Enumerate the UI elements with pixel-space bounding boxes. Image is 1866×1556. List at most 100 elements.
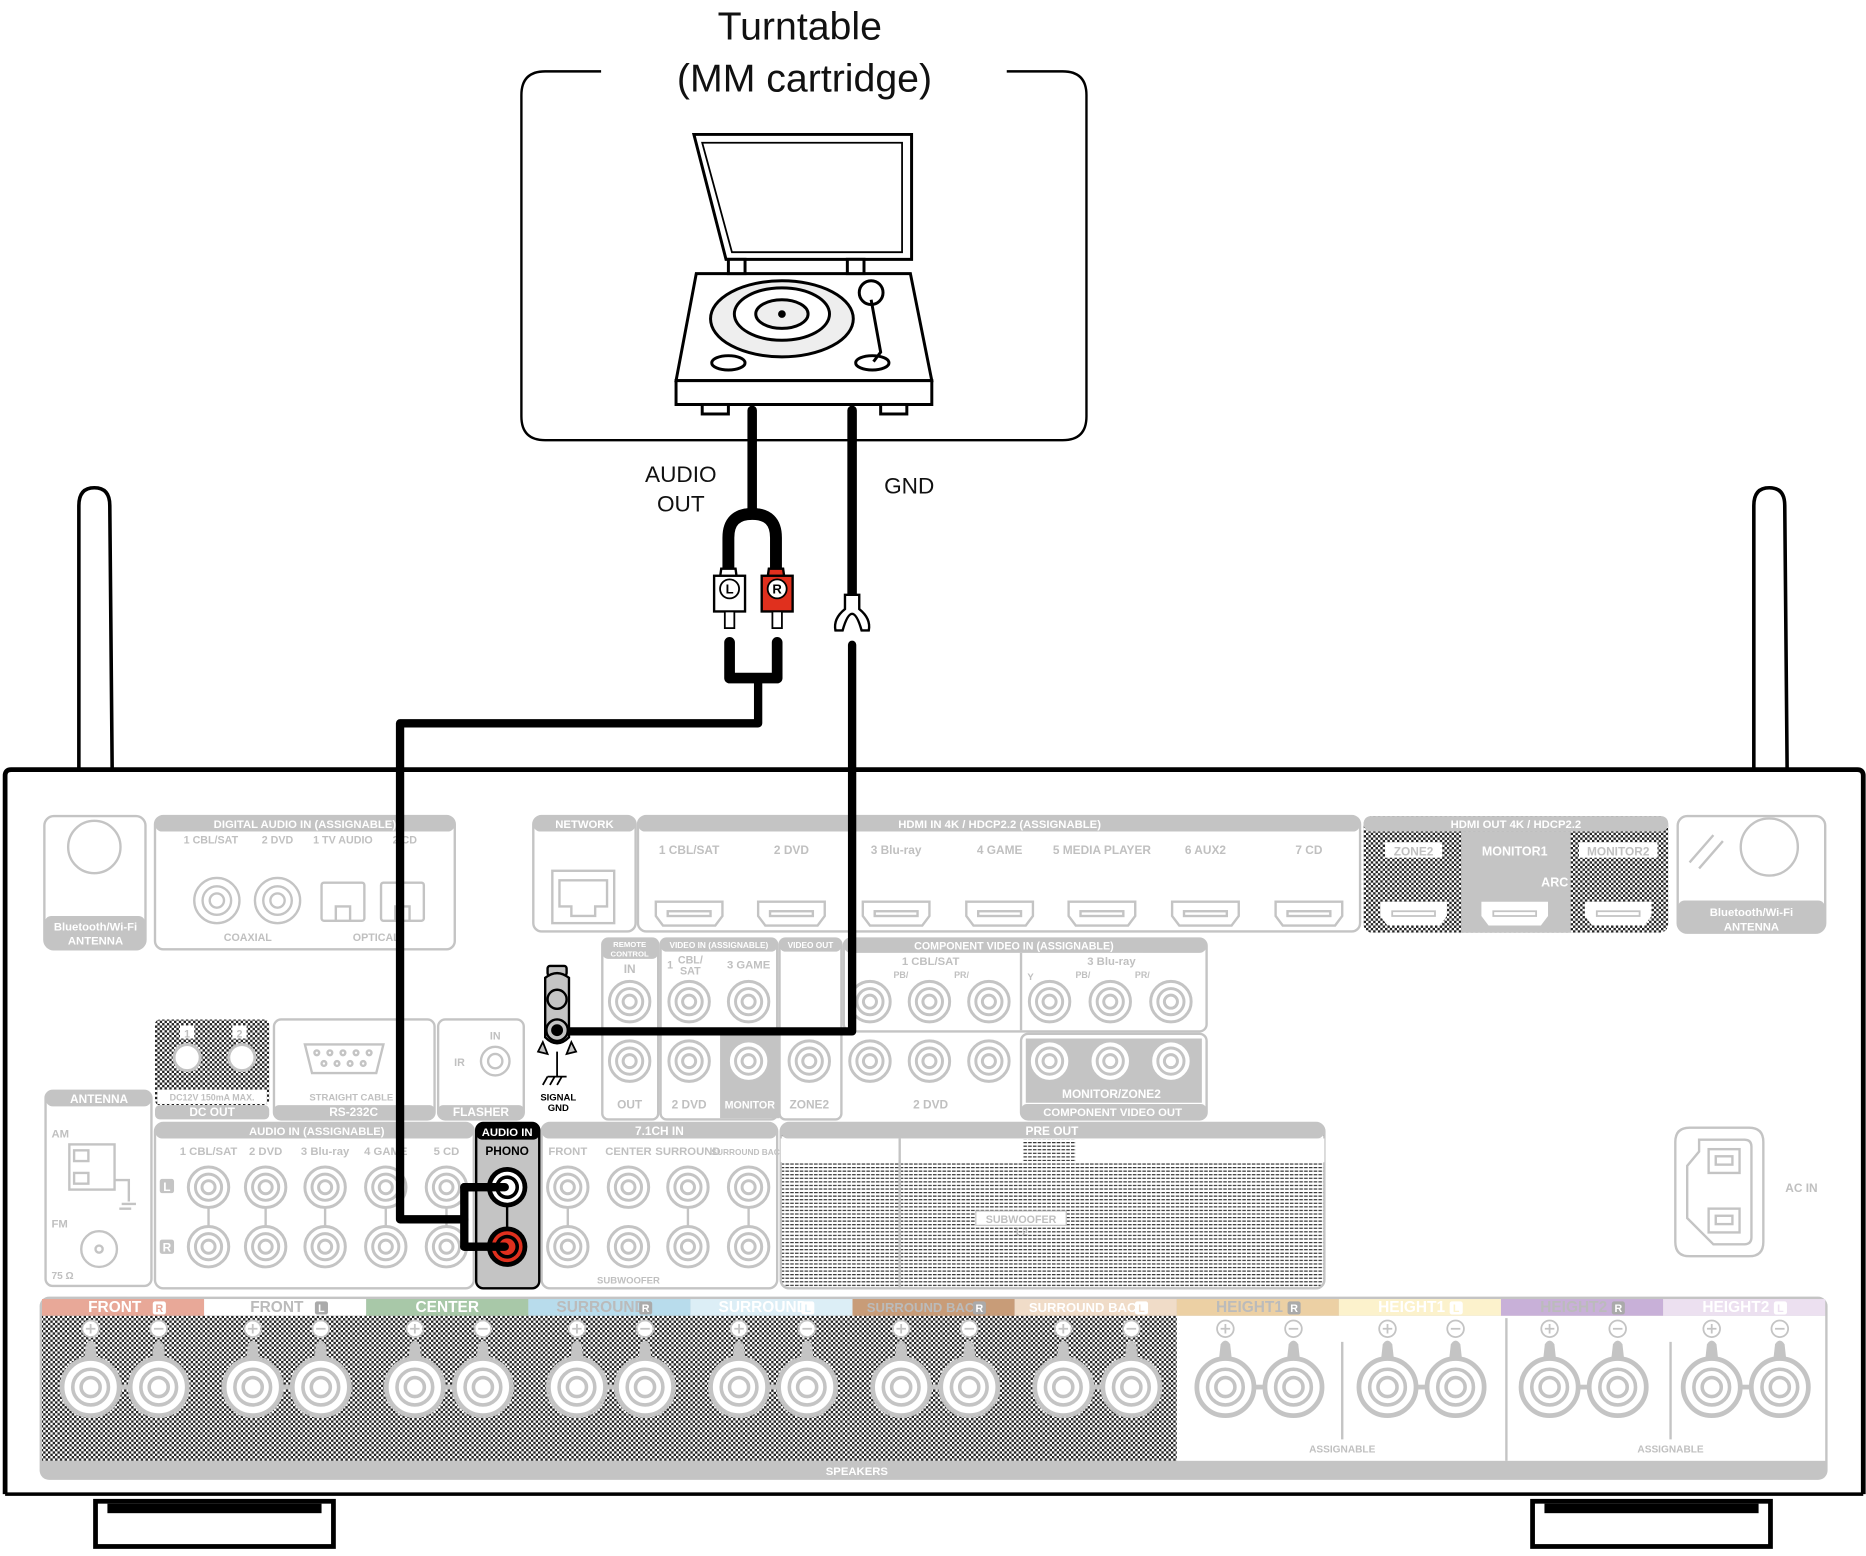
control-panel: 1 2 DC12V 150mA MAX. DC OUT STRAIGHT CAB… bbox=[155, 1018, 525, 1121]
speaker-terminal-minus[interactable] bbox=[1100, 1319, 1163, 1419]
video-jack[interactable] bbox=[607, 979, 652, 1024]
video-jack[interactable] bbox=[1088, 979, 1132, 1024]
speaker-terminal-minus[interactable] bbox=[938, 1319, 1001, 1419]
hdmi-out-label: ZONE2 bbox=[1394, 844, 1434, 858]
optical-label: OPTICAL bbox=[353, 932, 400, 944]
audio-in-jack-l[interactable] bbox=[243, 1165, 288, 1209]
network-panel: NETWORK bbox=[532, 814, 637, 933]
ch71-label: FRONT bbox=[548, 1146, 587, 1158]
bt-antenna-right: Bluetooth/Wi-Fi ANTENNA bbox=[1676, 814, 1827, 934]
dc-out-header: DC OUT bbox=[189, 1105, 235, 1119]
ch71-jack[interactable] bbox=[546, 1224, 590, 1269]
ethernet-port[interactable] bbox=[551, 869, 616, 925]
video-jack[interactable] bbox=[967, 979, 1011, 1024]
speaker-terminal-minus[interactable] bbox=[289, 1319, 352, 1419]
optical-jack[interactable] bbox=[320, 881, 366, 922]
speaker-terminal-plus[interactable] bbox=[1032, 1319, 1095, 1419]
audio-in-jack-r[interactable] bbox=[243, 1224, 288, 1269]
video-jack[interactable] bbox=[1149, 1039, 1193, 1083]
digital-input-label: 1 CBL/SAT bbox=[184, 834, 239, 846]
audio-in-jack-l[interactable] bbox=[303, 1165, 347, 1209]
hdmi-out-port[interactable] bbox=[1584, 901, 1652, 926]
speaker-terminal-plus[interactable] bbox=[1680, 1319, 1743, 1419]
speaker-terminal-plus[interactable] bbox=[1194, 1319, 1257, 1419]
assignable-label: ASSIGNABLE bbox=[1637, 1445, 1704, 1456]
ch71-jack[interactable] bbox=[546, 1165, 590, 1209]
audio-in-jack-l[interactable] bbox=[186, 1165, 231, 1209]
bt-right-line1: Bluetooth/Wi-Fi bbox=[1710, 907, 1793, 919]
audio-in-l-marker: L bbox=[163, 1180, 170, 1194]
coaxial-jack[interactable] bbox=[193, 876, 241, 925]
ch71-header: 7.1CH IN bbox=[635, 1124, 684, 1138]
hdmi-in-port[interactable] bbox=[756, 900, 826, 927]
speaker-side-marker: R bbox=[1614, 1303, 1622, 1315]
speaker-terminal-plus[interactable] bbox=[383, 1319, 446, 1419]
speaker-terminal-plus[interactable] bbox=[1356, 1319, 1419, 1419]
signal-gnd-terminal[interactable]: SIGNAL GND bbox=[536, 964, 578, 1114]
dc-out-jack[interactable] bbox=[172, 1042, 202, 1073]
speaker-channel-label: SURROUND bbox=[556, 1299, 645, 1316]
digital-audio-in-panel: DIGITAL AUDIO IN (ASSIGNABLE) 1 CBL/SAT … bbox=[153, 814, 456, 951]
speaker-side-marker: R bbox=[155, 1303, 163, 1315]
hdmi-in-port[interactable] bbox=[965, 900, 1035, 927]
ch71-jack[interactable] bbox=[666, 1165, 710, 1209]
video-jack[interactable] bbox=[1027, 1039, 1072, 1083]
video-jack[interactable] bbox=[726, 1039, 771, 1083]
video-jack[interactable] bbox=[907, 979, 952, 1024]
speaker-terminal-minus[interactable] bbox=[1748, 1319, 1811, 1419]
video-jack[interactable] bbox=[607, 1039, 652, 1083]
hdmi-in-port[interactable] bbox=[1067, 900, 1137, 927]
audio-out-label-2: OUT bbox=[657, 492, 705, 517]
video-jack[interactable] bbox=[848, 979, 892, 1024]
arc-label: ARC bbox=[1541, 875, 1568, 889]
audio-in-jack-r[interactable] bbox=[303, 1224, 347, 1269]
video-jack[interactable] bbox=[667, 979, 711, 1024]
speaker-terminal-minus[interactable] bbox=[614, 1319, 676, 1419]
video-jack[interactable] bbox=[726, 979, 771, 1024]
video-jack[interactable] bbox=[1088, 1039, 1132, 1083]
video-jack[interactable] bbox=[787, 1039, 831, 1083]
hdmi-in-port[interactable] bbox=[1170, 900, 1240, 927]
speaker-terminal-minus[interactable] bbox=[1586, 1319, 1649, 1419]
bt-left-line2: ANTENNA bbox=[68, 936, 123, 948]
speaker-side-marker: L bbox=[1777, 1303, 1784, 1315]
rs232c-port[interactable] bbox=[303, 1043, 385, 1075]
video-in-label: 3 GAME bbox=[727, 959, 771, 971]
video-jack[interactable] bbox=[907, 1039, 952, 1083]
ch71-jack[interactable] bbox=[726, 1165, 771, 1209]
audio-in-jack-r[interactable] bbox=[424, 1224, 469, 1269]
gnd-label: GND bbox=[884, 474, 934, 499]
coaxial-jack[interactable] bbox=[253, 876, 302, 925]
hdmi-out-port[interactable] bbox=[1380, 901, 1447, 926]
audio-in-jack-r[interactable] bbox=[364, 1224, 408, 1269]
video-jack[interactable] bbox=[1149, 979, 1193, 1024]
video-jack[interactable] bbox=[967, 1039, 1011, 1083]
ch71-jack[interactable] bbox=[726, 1224, 771, 1269]
video-in-1-number: 1 bbox=[667, 959, 673, 971]
ch71-jack[interactable] bbox=[606, 1224, 651, 1269]
rca-plug-l: L bbox=[712, 567, 747, 630]
dc-out-jack[interactable] bbox=[227, 1042, 257, 1073]
speaker-terminal-plus[interactable] bbox=[546, 1319, 608, 1419]
fm-jack[interactable] bbox=[80, 1230, 119, 1269]
ch71-jack[interactable] bbox=[606, 1165, 651, 1209]
ch71-jack[interactable] bbox=[666, 1224, 710, 1269]
hdmi-in-port[interactable] bbox=[654, 900, 724, 927]
speaker-terminal-minus[interactable] bbox=[1424, 1319, 1487, 1419]
hdmi-out-label: MONITOR1 bbox=[1482, 844, 1548, 858]
hdmi-in-port[interactable] bbox=[1274, 900, 1344, 927]
video-out-label: MONITOR bbox=[725, 1100, 776, 1112]
speaker-terminal-minus[interactable] bbox=[127, 1319, 190, 1419]
speaker-terminal-plus[interactable] bbox=[708, 1319, 770, 1419]
hdmi-out-port[interactable] bbox=[1481, 901, 1549, 926]
speaker-channel-label: SURROUND bbox=[719, 1299, 808, 1316]
flasher-jack[interactable] bbox=[479, 1045, 511, 1077]
speaker-side-marker: L bbox=[805, 1303, 812, 1315]
video-jack[interactable] bbox=[1027, 979, 1072, 1024]
audio-in-jack-r[interactable] bbox=[186, 1224, 231, 1269]
video-jack[interactable] bbox=[667, 1039, 711, 1083]
flasher-header: FLASHER bbox=[453, 1105, 510, 1119]
hdmi-in-port[interactable] bbox=[861, 900, 931, 927]
video-jack[interactable] bbox=[848, 1039, 892, 1083]
am-terminal[interactable] bbox=[68, 1143, 136, 1210]
